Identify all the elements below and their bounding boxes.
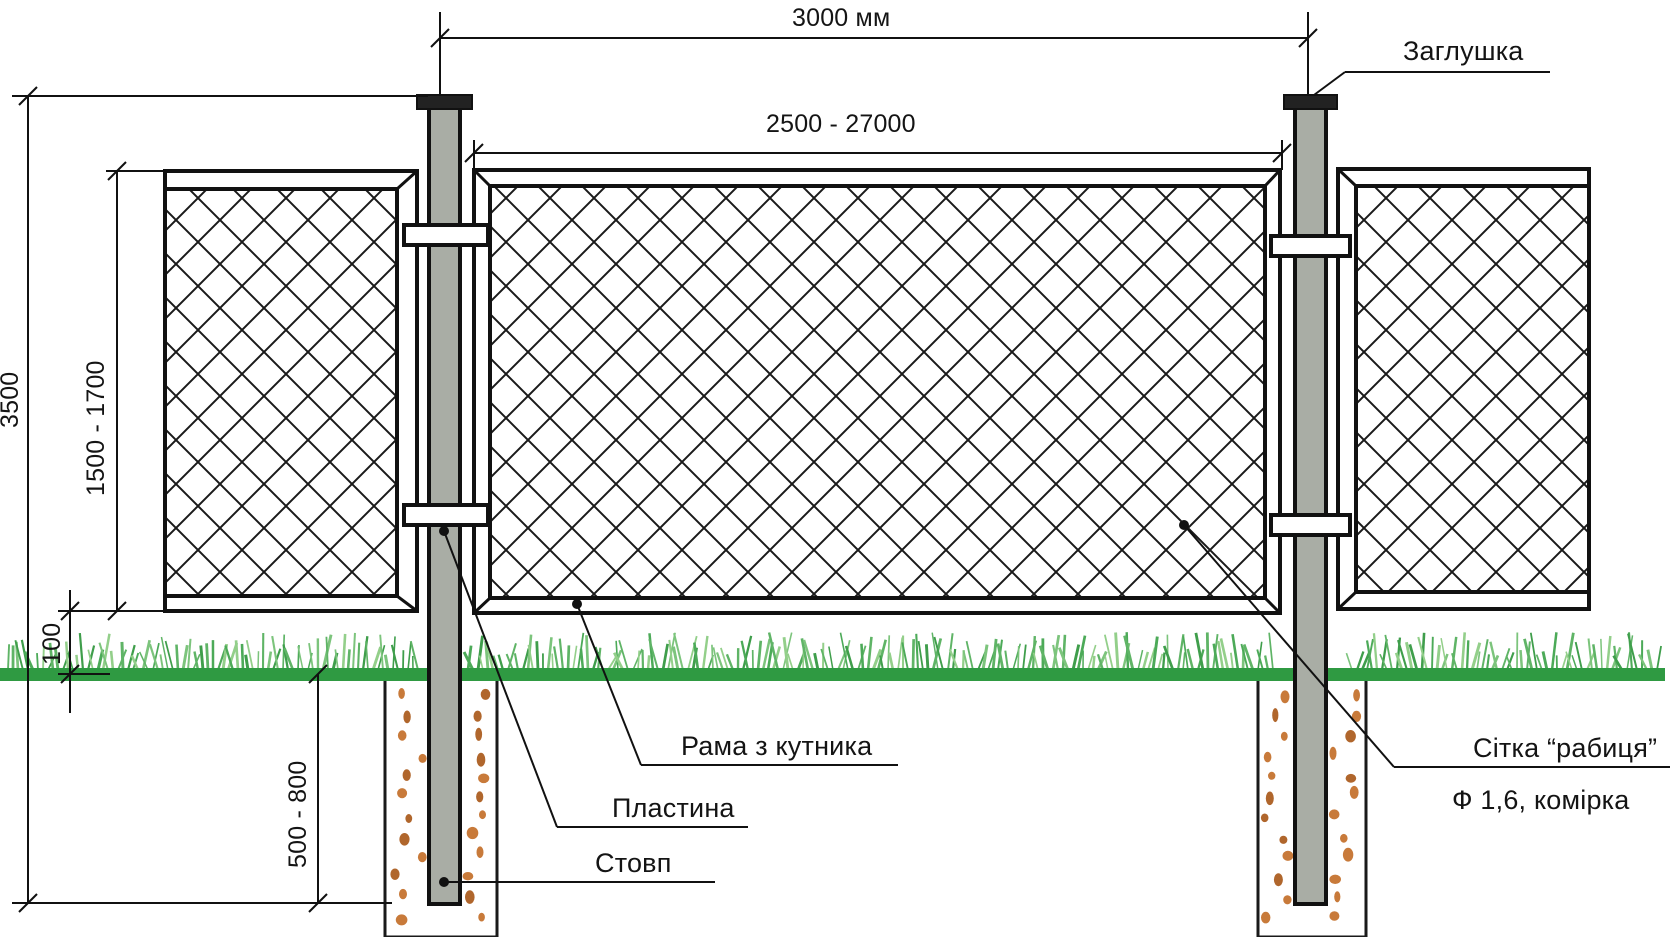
callout-mesh: Сітка “рабиця” bbox=[1473, 733, 1658, 763]
dim-panel-height: 1500 - 1700 bbox=[82, 360, 110, 496]
ground bbox=[0, 632, 1665, 681]
center-gate-panel bbox=[472, 168, 1282, 615]
right-post-cap bbox=[1283, 94, 1338, 110]
grass-tufts bbox=[7, 632, 1662, 671]
dimension-lines bbox=[12, 12, 1318, 913]
callout-post: Стовп bbox=[595, 848, 672, 878]
dim-ground-gap: 100 bbox=[38, 622, 66, 665]
right-side-panel bbox=[1336, 167, 1591, 611]
ground-line bbox=[0, 668, 1665, 681]
callout-plate: Пластина bbox=[612, 793, 735, 823]
callout-cap: Заглушка bbox=[1403, 36, 1524, 66]
dim-total-height: 3500 bbox=[0, 371, 24, 428]
left-side-panel bbox=[163, 169, 419, 613]
leader-lines bbox=[439, 71, 1670, 887]
callout-mesh-spec: Ф 1,6, комірка bbox=[1452, 785, 1630, 815]
gravel-stones bbox=[390, 688, 1362, 926]
dim-post-spacing: 3000 мм bbox=[792, 4, 891, 32]
dim-post-depth: 500 - 800 bbox=[284, 760, 312, 868]
dim-panel-width: 2500 - 27000 bbox=[766, 110, 916, 138]
left-post-cap bbox=[416, 94, 473, 110]
hinge-plates bbox=[402, 223, 1352, 537]
callout-frame: Рама з кутника bbox=[681, 731, 873, 761]
foundation-pits bbox=[383, 676, 1368, 937]
